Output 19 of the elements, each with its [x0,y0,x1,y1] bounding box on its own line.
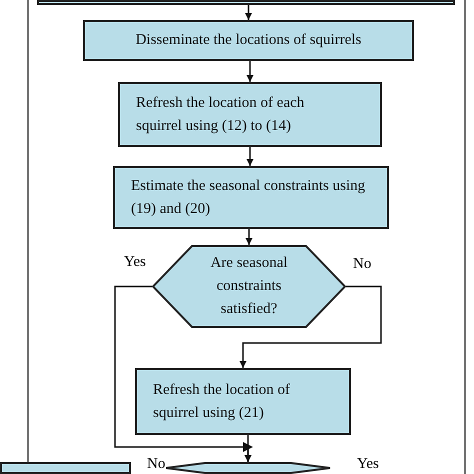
arrow [246,61,254,82]
arrow [244,435,252,462]
process-box [135,368,351,435]
node-text: Estimate the seasonal constraints using (19) and (20) [131,176,366,218]
arrow [240,286,382,368]
process-box [118,82,382,147]
node-text: Refresh the location of squirrel using (21) [153,380,292,422]
decision-hexagon [152,245,346,328]
process-box [0,462,131,474]
process-box [37,0,455,5]
node-text: Refresh the location of each squirrel using (12) to (14) [136,94,306,136]
process-box [83,20,414,61]
process-box [113,166,389,229]
node-text: Are seasonal constraints satisfied? [209,254,289,319]
node-text: Disseminate the locations of squirrels [136,31,362,50]
decision-hexagon [165,462,331,474]
arrow [246,229,252,245]
arrow [245,5,252,20]
arrow [246,147,254,166]
